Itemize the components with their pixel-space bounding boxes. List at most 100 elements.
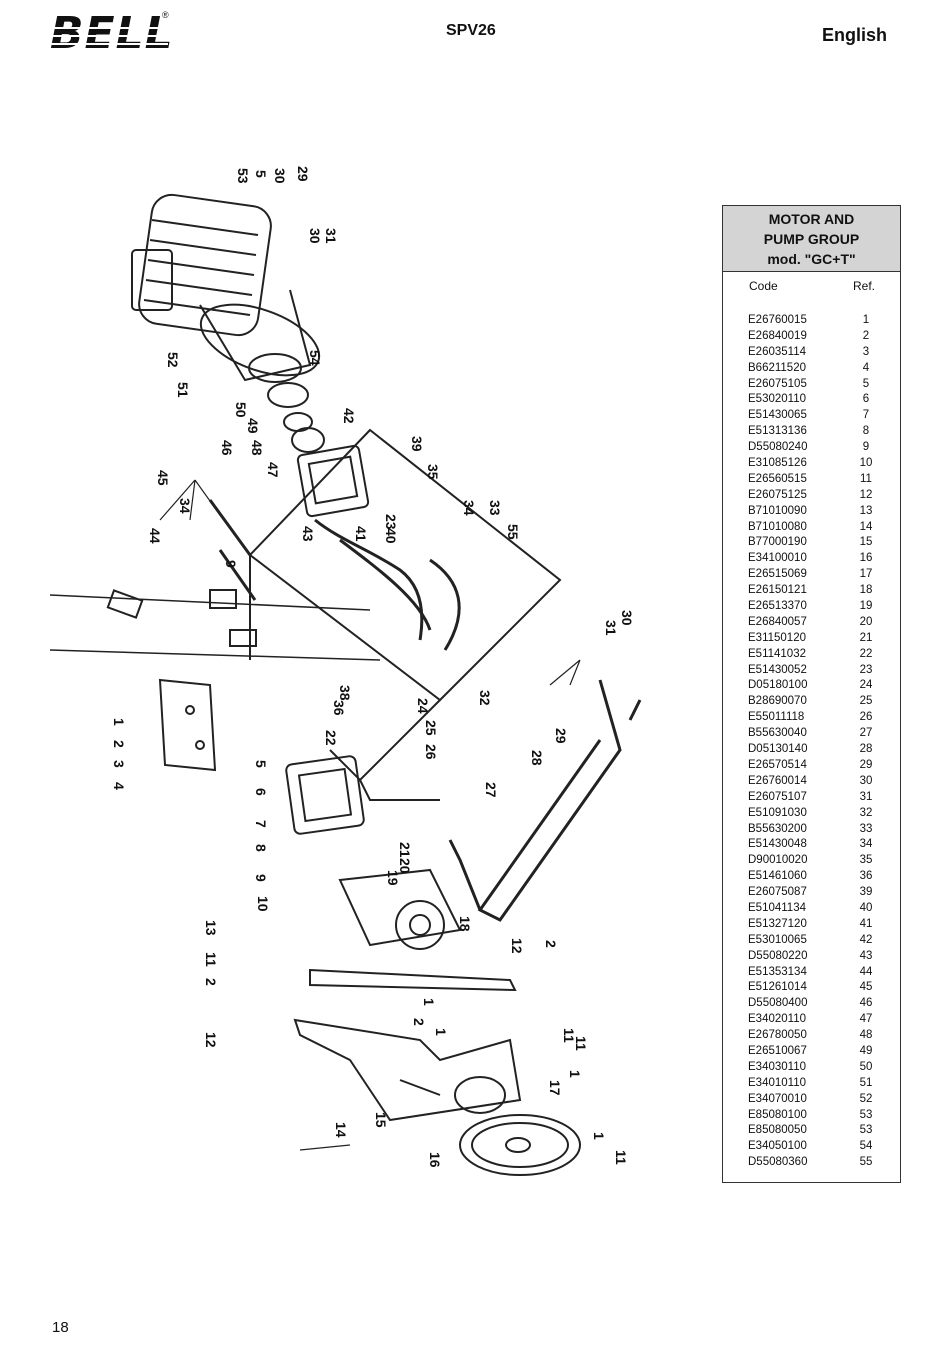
part-callout: 49: [245, 418, 261, 434]
part-callout: 12: [509, 938, 525, 954]
part-ref: 11: [860, 472, 872, 485]
part-callout: 41: [353, 526, 369, 542]
part-ref: 14: [859, 520, 873, 533]
part-callout: 17: [547, 1080, 563, 1096]
callout-leaders: [159, 479, 581, 1151]
gear-motor: [338, 868, 462, 950]
part-ref: 9: [862, 441, 870, 454]
part-ref: 7: [862, 409, 870, 422]
title-line: MOTOR AND: [768, 211, 855, 227]
part-callout: 29: [295, 166, 311, 182]
part-callout: 28: [529, 750, 545, 766]
part-ref: 42: [859, 933, 873, 946]
part-code: D55080240: [748, 441, 808, 454]
part-code: B55630200: [748, 822, 807, 835]
part-ref: 26: [859, 711, 873, 724]
part-ref: 31: [859, 790, 873, 803]
bell-logo: BELL: [50, 8, 175, 59]
part-callout: 39: [409, 436, 425, 452]
part-code: D05130140: [748, 743, 808, 756]
page-header: BELL ® SPV26 English: [0, 0, 950, 70]
table-row: E26840057 20: [723, 615, 900, 631]
language-label: English: [822, 25, 888, 45]
part-code: E26840057: [748, 615, 807, 628]
part-callout: 5: [253, 170, 269, 178]
title-line: PUMP GROUP: [763, 231, 860, 247]
part-ref: 18: [859, 584, 873, 597]
part-ref: 20: [859, 615, 873, 628]
part-callout: 35: [425, 464, 441, 480]
part-ref: 10: [859, 457, 873, 470]
part-code: E26570514: [748, 758, 807, 771]
part-callout: 2: [411, 1018, 427, 1026]
part-ref: 45: [859, 981, 873, 994]
part-callout: 55: [505, 524, 521, 540]
part-callout: 44: [147, 528, 163, 544]
hoses: [208, 499, 461, 651]
part-ref: 32: [859, 806, 873, 819]
part-code: E51041134: [748, 901, 806, 914]
part-callout: 15: [373, 1112, 389, 1128]
part-code: E26075107: [748, 790, 807, 803]
part-ref: 53: [859, 1108, 873, 1121]
part-callout: 34: [177, 498, 193, 514]
part-callout: 51: [175, 382, 191, 398]
part-ref: 30: [859, 774, 873, 787]
part-code: E51430048: [748, 838, 807, 851]
part-callout: 1: [421, 998, 437, 1006]
part-code: E55011118: [748, 711, 805, 724]
part-ref: 52: [859, 1092, 873, 1105]
part-callout: 1: [433, 1028, 449, 1036]
part-code: E26510067: [748, 1044, 807, 1057]
part-callout: 13: [203, 920, 219, 936]
part-callout: 25: [423, 720, 439, 736]
part-code: E26515069: [748, 568, 807, 581]
part-callout: 11: [203, 952, 219, 967]
parts-table: MOTOR AND PUMP GROUP mod. "GC+T" Code Re…: [722, 205, 901, 1183]
part-callout: 45: [155, 470, 171, 486]
part-ref: 27: [859, 727, 873, 740]
part-callout: 16: [427, 1152, 443, 1168]
part-ref: 3: [862, 345, 870, 358]
part-callout: 10: [255, 896, 271, 912]
part-ref: 24: [859, 679, 873, 692]
column-code: Code: [749, 279, 778, 293]
part-ref: 36: [859, 870, 873, 883]
part-callout: 6: [253, 788, 269, 796]
part-code: E31150120: [748, 631, 806, 644]
part-ref: 16: [859, 552, 873, 565]
part-callout: 33: [487, 500, 503, 516]
hydraulic-pump-upper: [296, 444, 370, 518]
part-code: E51313136: [748, 425, 807, 438]
part-code: E51353134: [748, 965, 807, 978]
part-callout: 50: [233, 402, 249, 418]
table-row: D55080240 9: [723, 440, 900, 456]
part-callout: 4: [111, 782, 127, 790]
